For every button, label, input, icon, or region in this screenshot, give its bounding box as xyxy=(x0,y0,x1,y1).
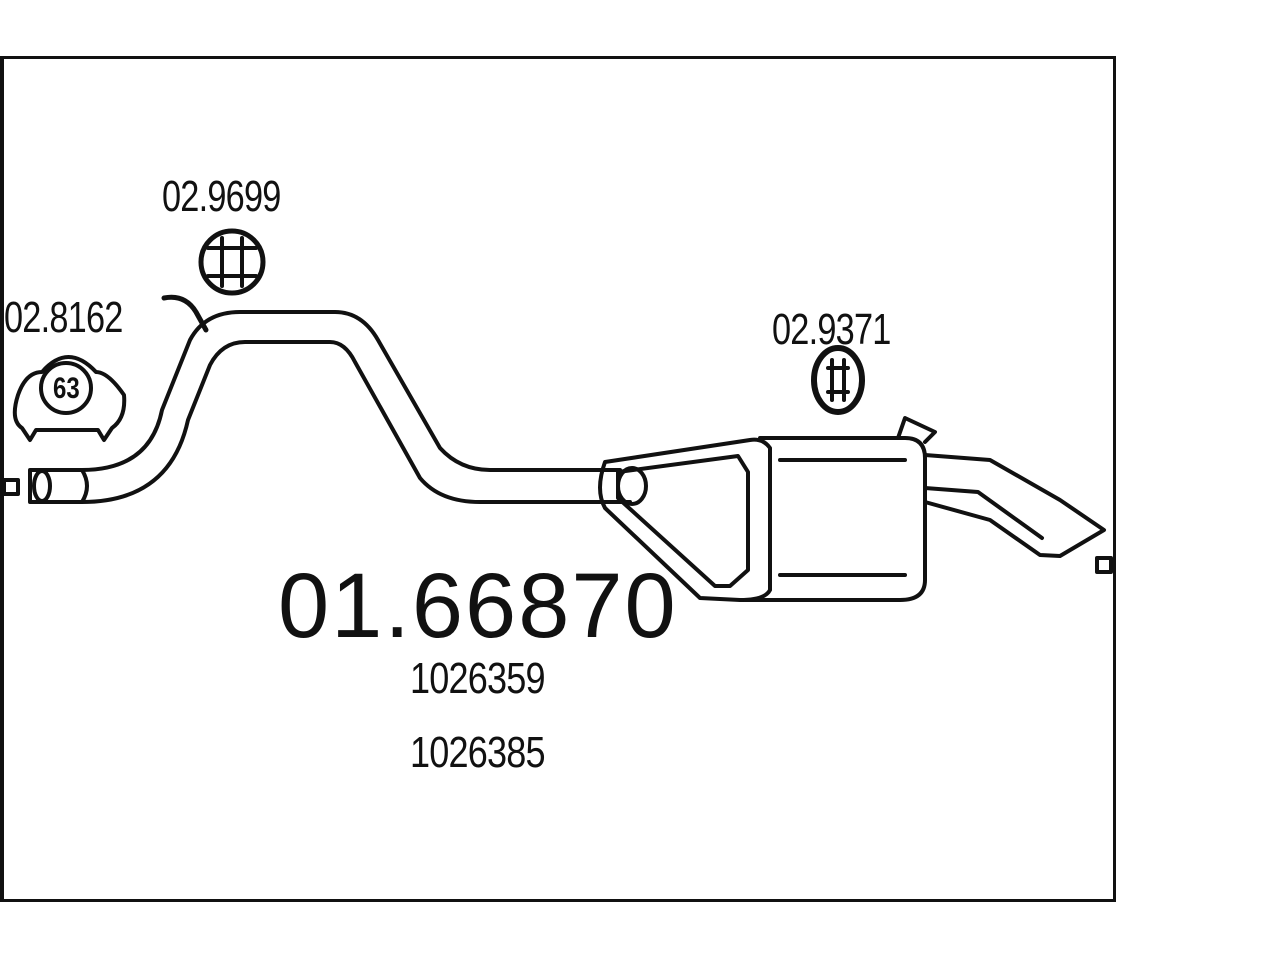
main-pipe xyxy=(80,310,648,506)
oem-number-1: 1026359 xyxy=(410,654,546,703)
diagram-frame xyxy=(0,56,1116,902)
main-part-number: 01.66870 xyxy=(278,555,678,657)
clamp-icon xyxy=(12,355,127,442)
rear-hanger-part-number: 02.9371 xyxy=(772,305,891,354)
diagram-frame-left-edge xyxy=(0,56,4,902)
clamp-part-number: 02.8162 xyxy=(4,293,123,342)
oem-number-2: 1026385 xyxy=(410,728,546,777)
clamp-size-label: 63 xyxy=(53,372,80,405)
inlet-pipe-end xyxy=(2,468,89,504)
front-hanger-part-number: 02.9699 xyxy=(162,172,281,221)
front-hanger-icon xyxy=(198,228,266,296)
front-hanger-hook xyxy=(161,294,209,333)
tailpipe xyxy=(923,453,1113,574)
rear-hanger-icon xyxy=(811,345,865,415)
rear-silencer xyxy=(598,416,937,602)
